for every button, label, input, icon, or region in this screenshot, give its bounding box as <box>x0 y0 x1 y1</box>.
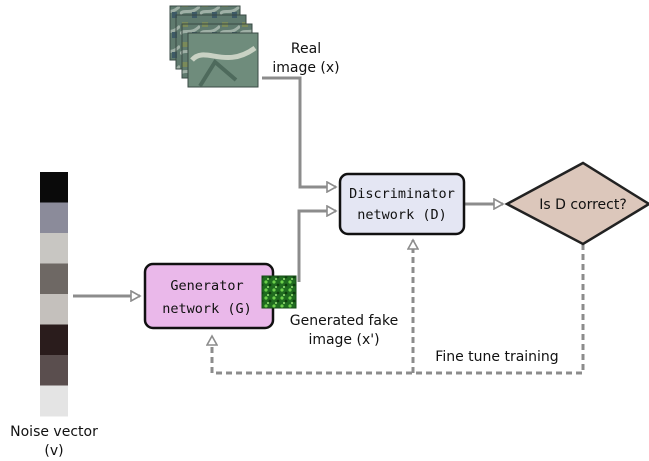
noise-vector <box>40 172 68 417</box>
generated-fake-label-line2: image (x') <box>308 332 379 348</box>
discriminator-label-line1: Discriminator <box>349 186 455 202</box>
real-to-discriminator-arrow <box>262 76 336 187</box>
generator-to-discriminator-arrow <box>297 211 336 282</box>
decision-diamond: Is D correct? <box>504 161 649 246</box>
real-image-label-line1: Real <box>291 41 321 57</box>
generator-label-line1: Generator <box>170 278 243 294</box>
generator-label-line2: network (G) <box>162 301 251 317</box>
noise-vector-label-line1: Noise vector <box>10 424 98 440</box>
real-image-stack <box>169 5 259 88</box>
noise-vector-cell <box>40 233 68 264</box>
generated-fake-label-line1: Generated fake <box>290 313 398 329</box>
connector-arrows <box>73 76 503 296</box>
fine-tune-feedback-arrows <box>212 240 585 375</box>
noise-vector-cell <box>40 202 68 234</box>
noise-vector-cell <box>40 385 68 417</box>
noise-vector-cell <box>40 324 68 356</box>
discriminator-label-line2: network (D) <box>357 207 446 223</box>
noise-vector-cell <box>40 294 68 325</box>
noise-vector-label-line2: (v) <box>44 443 63 459</box>
discriminator-network-box: Discriminator network (D) <box>338 172 466 236</box>
generator-network-box: Generator network (G) <box>143 262 275 330</box>
fine-tune-training-label: Fine tune training <box>435 349 558 365</box>
feedback-to-generator-arrow <box>212 244 585 375</box>
noise-vector-cell <box>40 355 68 386</box>
noise-vector-cell <box>40 172 68 203</box>
generated-fake-image <box>261 275 297 309</box>
real-image-label-line2: image (x) <box>272 60 339 76</box>
noise-vector-cell <box>40 263 68 295</box>
decision-label: Is D correct? <box>539 197 627 213</box>
